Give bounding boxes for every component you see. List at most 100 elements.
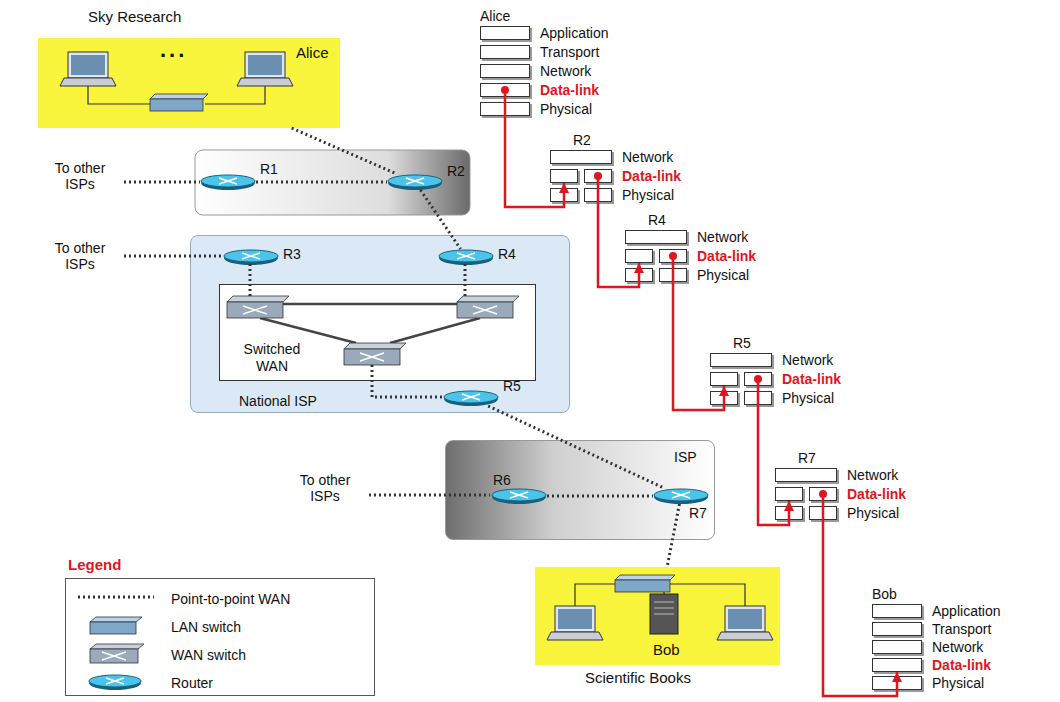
point-to-point-wan xyxy=(124,182,490,495)
laptop-icon xyxy=(60,78,116,86)
layer-name: Data-link xyxy=(847,486,906,502)
lan-switch-icon xyxy=(615,580,670,592)
router-rim xyxy=(444,392,498,406)
laptop-icon xyxy=(555,606,595,632)
router-rim xyxy=(439,251,493,265)
protocol-layer: Application xyxy=(872,604,922,618)
laptop-icon xyxy=(68,52,108,78)
protocol-layer: Physical xyxy=(710,391,772,405)
legend-sample xyxy=(76,615,160,637)
router-symbol xyxy=(388,175,442,187)
layer-name: Network xyxy=(847,467,898,483)
node-label: R5 xyxy=(733,335,751,351)
router: R7 xyxy=(653,488,709,504)
data-link-hop xyxy=(819,490,897,696)
layer-name: Data-link xyxy=(697,248,756,264)
layer-box xyxy=(550,188,612,202)
point-to-point-link xyxy=(667,504,679,567)
regional-isp-box xyxy=(195,150,470,215)
lan-switch-icon xyxy=(615,575,675,580)
point-to-point-wan xyxy=(124,255,222,258)
protocol-layer: Network xyxy=(480,64,530,78)
laptop-icon xyxy=(547,632,603,640)
wan-switch-icon xyxy=(473,306,497,314)
wan-switch-icon xyxy=(227,296,289,318)
router-symbol xyxy=(492,489,546,501)
layer-box xyxy=(710,372,772,386)
layer-box xyxy=(625,230,687,244)
layer-name: Network xyxy=(697,229,748,245)
isp-box: R3R4Switched WANR5National ISP xyxy=(190,235,570,413)
lan-cable xyxy=(205,86,265,104)
router-symbol xyxy=(654,489,708,501)
wan-switch-icon xyxy=(227,296,289,302)
router-icon xyxy=(443,390,499,406)
layer-name: Physical xyxy=(697,267,749,283)
legend-row: WAN switch xyxy=(66,643,366,667)
hop-dot xyxy=(594,172,602,180)
regional-isp-box xyxy=(195,150,470,215)
layer-box xyxy=(480,26,530,40)
lan-switch-icon xyxy=(150,94,208,99)
layer-box xyxy=(711,354,772,367)
laptop-icon xyxy=(558,609,592,629)
point-to-point-wan xyxy=(372,365,442,397)
layer-box xyxy=(481,27,530,40)
router-rim xyxy=(654,490,708,504)
wan-line xyxy=(256,181,387,184)
router-arrows xyxy=(510,492,528,498)
router: R6 xyxy=(491,488,547,504)
laptop-icon xyxy=(237,52,293,86)
layer-box xyxy=(481,84,530,97)
router-label: R5 xyxy=(503,378,521,394)
wan-switch-icon xyxy=(344,343,406,365)
data-link-hop xyxy=(754,375,789,525)
point-to-point-wan xyxy=(124,181,200,184)
protocol-stack: NetworkData-linkPhysicalR7 xyxy=(773,450,839,525)
wan-switch-icon xyxy=(457,296,519,318)
legend-label: LAN switch xyxy=(171,619,241,635)
lan-switch-icon xyxy=(150,94,208,111)
layer-box xyxy=(873,623,922,636)
hop-dot xyxy=(819,490,827,498)
layer-box xyxy=(625,249,687,263)
protocol-layer: Data-link xyxy=(710,372,772,386)
router-icon xyxy=(387,174,443,190)
hop-dot xyxy=(754,375,762,383)
layer-name: Physical xyxy=(847,505,899,521)
laptop-icon xyxy=(725,606,765,632)
router-rim xyxy=(388,176,442,190)
node-label: Alice xyxy=(296,44,329,62)
router-label: R6 xyxy=(493,472,511,488)
node-label: Bob xyxy=(653,641,680,659)
router-icon xyxy=(200,174,256,190)
router-arrows xyxy=(106,678,124,684)
legend-sample xyxy=(76,643,160,665)
hop-line xyxy=(598,183,639,287)
laptop-icon xyxy=(717,632,773,640)
laptop-icon xyxy=(245,52,285,78)
router: R2 xyxy=(387,174,443,190)
layer-name: Network xyxy=(540,63,591,79)
protocol-layer: Physical xyxy=(775,506,837,520)
layer-box xyxy=(626,250,653,263)
router-arrows xyxy=(672,492,690,498)
wan-switch-icon xyxy=(457,302,513,318)
layer-name: Network xyxy=(782,352,833,368)
node-label: Scientific Books xyxy=(585,669,691,687)
protocol-layer: Transport xyxy=(872,622,922,636)
wan-switch-link xyxy=(283,303,457,306)
laptop-icon xyxy=(728,609,762,629)
node-label: Sky Research xyxy=(88,8,181,26)
wan-switch-sample xyxy=(90,644,144,649)
lan-switch-icon xyxy=(615,575,675,592)
router: R4 xyxy=(438,249,494,265)
node-label: ISP xyxy=(674,449,697,465)
router: R3 xyxy=(223,249,279,265)
layer-box xyxy=(625,268,687,282)
layer-box xyxy=(776,488,803,501)
router-icon xyxy=(438,249,494,265)
legend-title: Legend xyxy=(68,557,121,573)
note-label: To other ISPs xyxy=(40,160,120,192)
layer-name: Network xyxy=(932,639,983,655)
